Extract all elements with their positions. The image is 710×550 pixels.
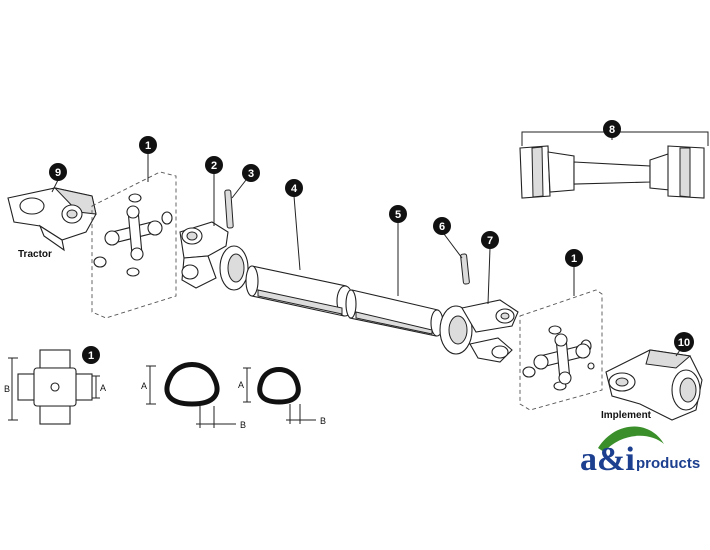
svg-text:6: 6 (439, 221, 445, 233)
svg-text:7: 7 (487, 235, 493, 247)
leader-lines (51, 132, 681, 357)
svg-text:1: 1 (88, 350, 94, 362)
spring-pin-6 (460, 253, 470, 285)
outer-guard-tube (245, 265, 354, 317)
inner-profile-dim-b: B (320, 416, 326, 426)
brand-logo-letters: a&i (580, 441, 635, 478)
callout-7: 7 (481, 231, 499, 249)
complete-driveline (519, 131, 709, 199)
outer-profile-dim-a: A (141, 381, 147, 391)
spring-pin-3 (224, 189, 234, 229)
right-cross-kit (519, 289, 603, 411)
outer-tube-profile (146, 362, 236, 428)
cross-dimension-detail (8, 349, 100, 425)
callout-4: 4 (285, 179, 303, 197)
callout-6: 6 (433, 217, 451, 235)
cross-dim-b: B (4, 384, 10, 394)
inner-tube-profile (243, 367, 316, 424)
brand-logo: a&i products (580, 426, 700, 478)
callout-9: 9 (49, 163, 67, 181)
callout-3: 3 (242, 164, 260, 182)
inner-profile-dim-a: A (238, 380, 244, 390)
svg-text:1: 1 (145, 140, 151, 152)
implement-label: Implement (601, 410, 652, 421)
outer-yoke (439, 299, 519, 363)
inner-yoke (179, 221, 249, 291)
svg-text:5: 5 (395, 209, 401, 221)
tractor-yoke (7, 187, 97, 252)
outer-profile-dim-b: B (240, 420, 246, 430)
svg-text:9: 9 (55, 167, 61, 179)
left-cross-kit (91, 171, 177, 319)
callout-8: 8 (603, 120, 621, 138)
inner-guard-tube (345, 289, 444, 337)
callout-10: 10 (674, 332, 694, 352)
callout-1-detail: 1 (82, 346, 100, 364)
callout-1-top: 1 (139, 136, 157, 154)
callout-5: 5 (389, 205, 407, 223)
callout-2: 2 (205, 156, 223, 174)
svg-text:8: 8 (609, 124, 615, 136)
svg-text:1: 1 (571, 253, 577, 265)
tractor-label: Tractor (18, 249, 52, 260)
leaf-icon (598, 426, 664, 452)
callout-1-right: 1 (565, 249, 583, 267)
svg-text:3: 3 (248, 168, 254, 180)
svg-text:2: 2 (211, 160, 217, 172)
cross-dim-a: A (100, 383, 106, 393)
svg-text:4: 4 (291, 183, 298, 195)
implement-yoke (605, 349, 703, 421)
brand-name: products (636, 455, 700, 472)
svg-text:10: 10 (678, 337, 690, 349)
